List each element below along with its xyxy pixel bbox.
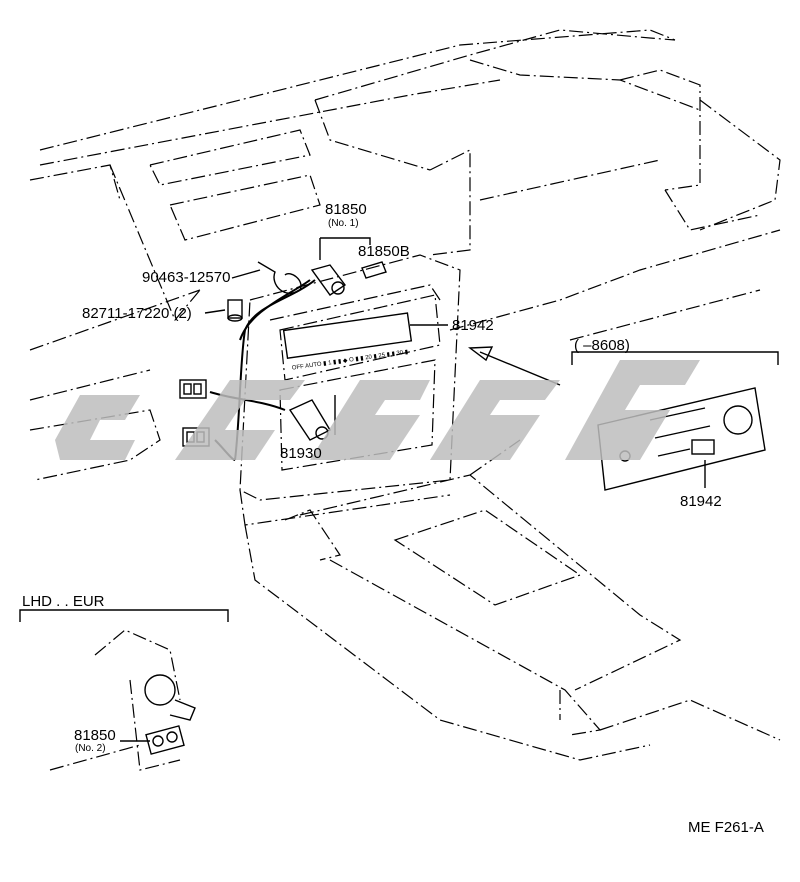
label-81930: 81930 (280, 445, 322, 462)
label-81850-no2-sub: (No. 2) (75, 743, 106, 754)
label-inset-date: ( –8608) (574, 337, 630, 354)
watermark (55, 360, 700, 460)
label-81850-no1: (No. 1) (328, 218, 359, 229)
clamp-90463 (257, 261, 302, 294)
bulb-81850b (361, 261, 387, 279)
label-81850: 81850 (325, 201, 367, 218)
connector-upper (179, 379, 207, 399)
console-face-plate: OFF AUTO ▮ 1 ▮ ▮ ◆ O ▮ ▮ 20 ▮ 25 ▮ ▮ 30 … (282, 312, 413, 372)
label-81850-no2: 81850 (74, 727, 116, 744)
socket-81930 (288, 399, 331, 441)
center-console (239, 254, 781, 761)
leader-lines (120, 237, 706, 742)
diagram-code: ME F261-A (688, 819, 764, 836)
inset-lhd-eur (19, 609, 229, 771)
bulb-81850-no1 (310, 264, 347, 296)
nut-82711 (227, 299, 243, 322)
label-81942-main: 81942 (452, 317, 494, 334)
dashboard-outline (29, 29, 781, 481)
label-81850b: 81850B (358, 243, 410, 260)
label-90463: 90463-12570 (142, 269, 230, 286)
label-82711: 82711-17220 (2) (82, 305, 192, 322)
label-lhd-eur: LHD . . EUR (22, 593, 105, 610)
svg-text:OFF AUTO ▮ 1 ▮ ▮ ◆ O ▮ ▮: OFF AUTO ▮ 1 ▮ ▮ ◆ O ▮ ▮ 20 ▮ 25 ▮ ▮ 30 … (292, 349, 409, 371)
label-81942-inset: 81942 (680, 493, 722, 510)
arrow-to-inset (468, 346, 561, 386)
